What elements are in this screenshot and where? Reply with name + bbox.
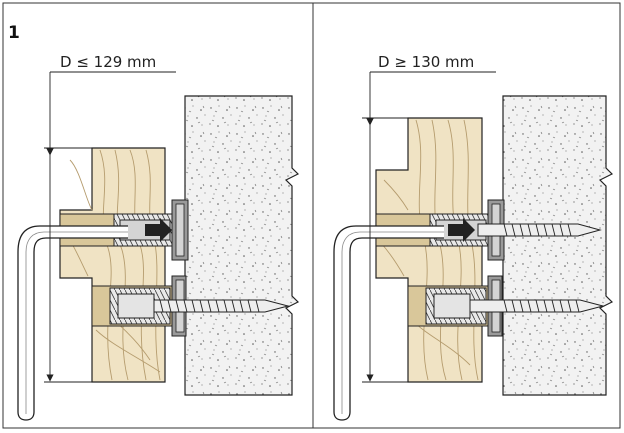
panel-right: D ≥ 130 mm — [333, 53, 614, 421]
screw-icon — [469, 299, 605, 313]
dimension-arrow-icon — [362, 71, 496, 383]
adjustment-sleeve-top — [113, 199, 189, 261]
screw-bottom — [109, 275, 290, 337]
concrete-wall — [502, 95, 614, 396]
panel-left: D ≤ 129 mm — [17, 53, 300, 421]
dimension-label-right: D ≥ 130 mm — [378, 53, 474, 71]
wood-block — [375, 117, 483, 383]
screw-icon — [153, 299, 290, 313]
step-number: 1 — [8, 23, 20, 43]
dimension-label-left: D ≤ 129 mm — [60, 53, 156, 71]
concrete-wall — [184, 95, 300, 396]
screw-icon — [477, 223, 602, 237]
dimension-arrow-icon — [44, 71, 176, 383]
hex-key-icon — [17, 225, 128, 421]
figure-frame — [2, 2, 621, 429]
hex-key-icon — [333, 225, 444, 421]
arrow-right-icon — [145, 218, 172, 242]
arrow-right-icon — [448, 218, 475, 242]
screw-bottom — [425, 275, 605, 337]
wood-block — [59, 147, 166, 383]
